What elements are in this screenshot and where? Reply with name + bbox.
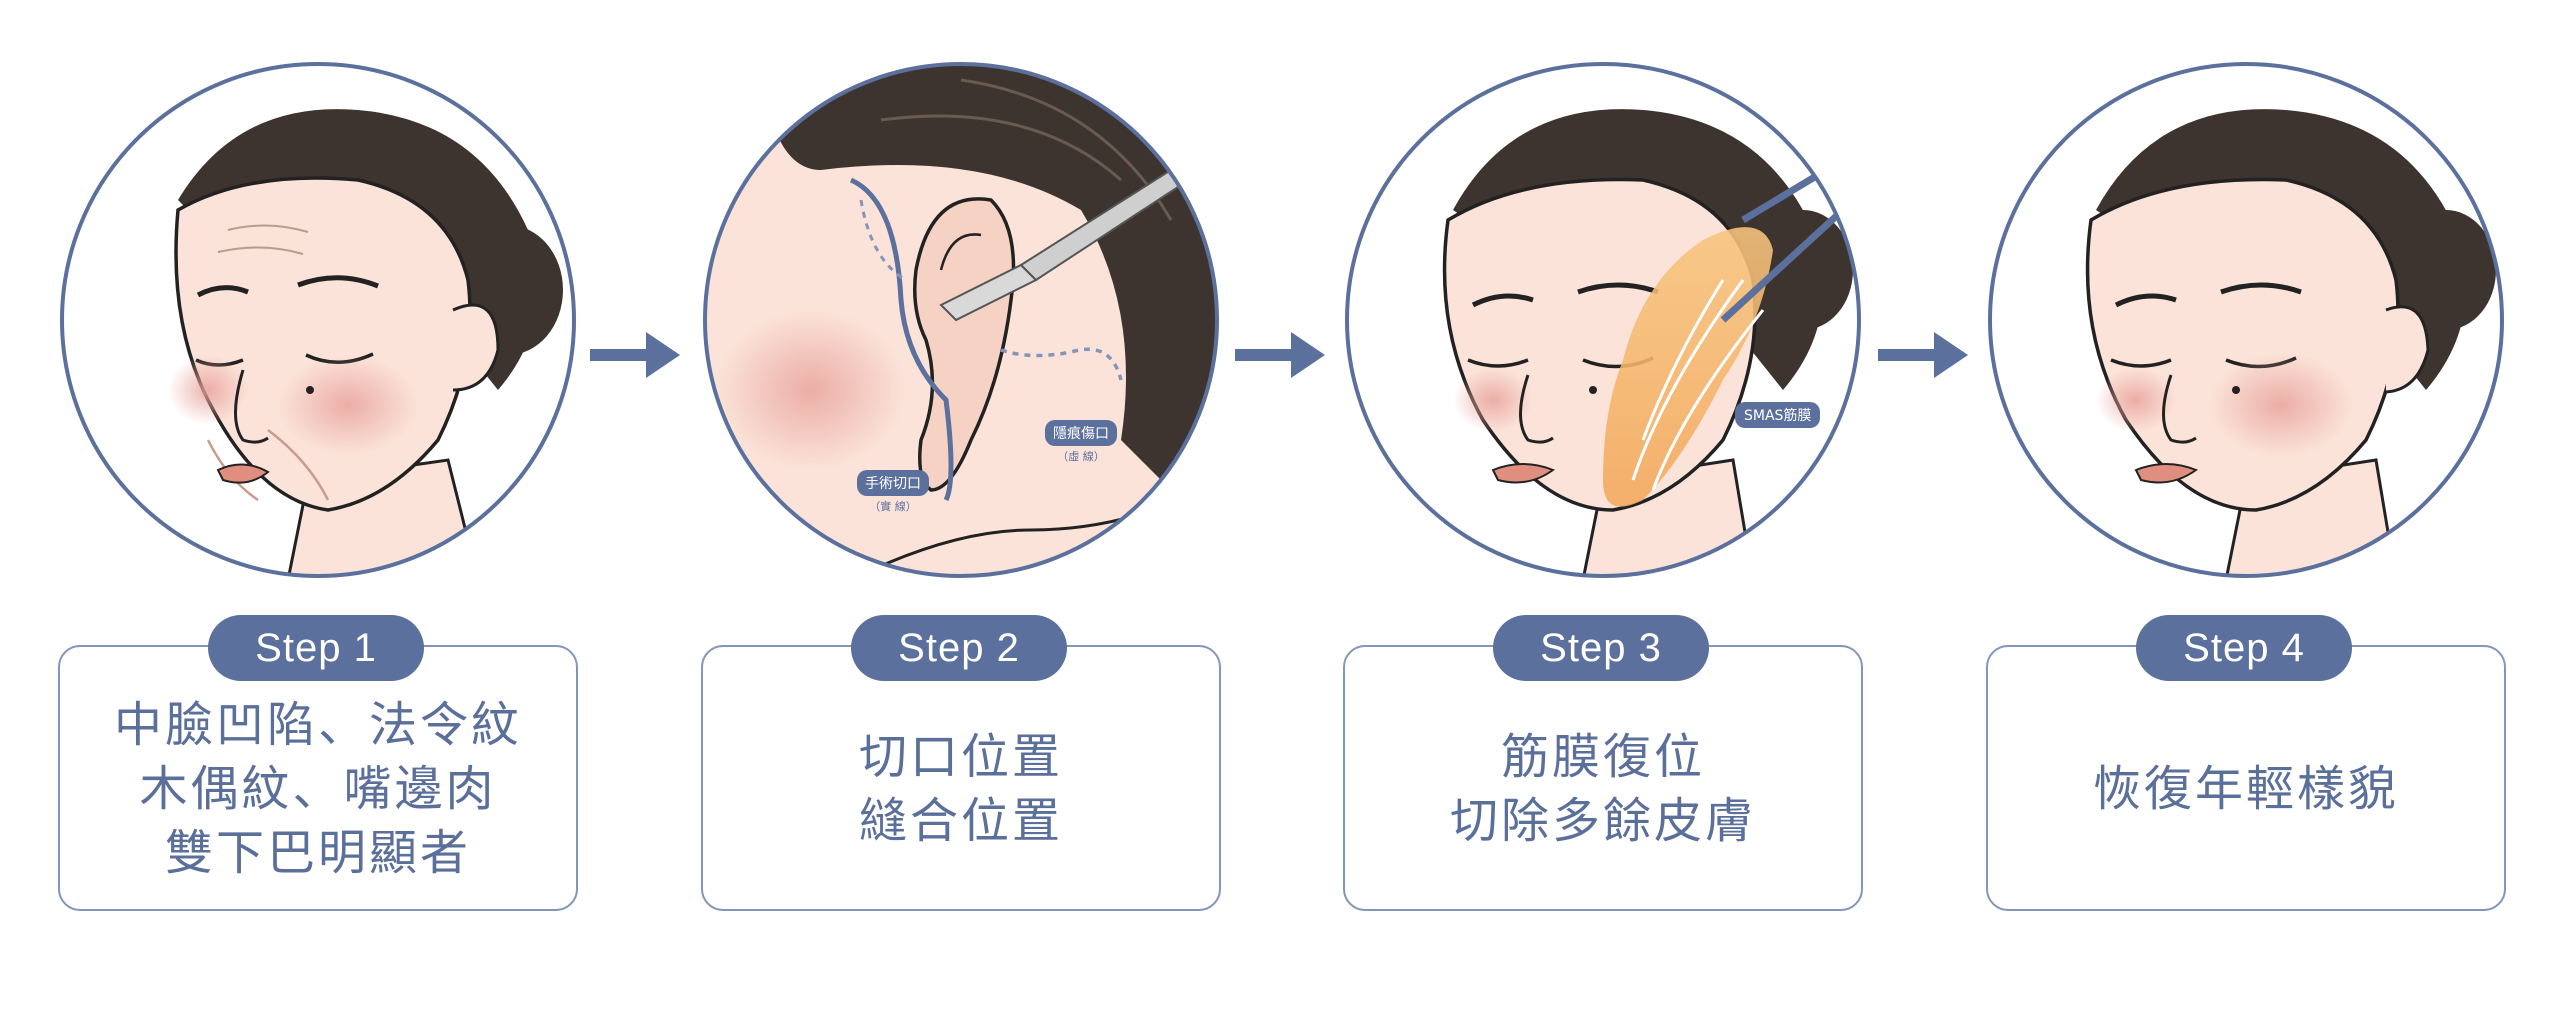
scalpel-icon	[939, 168, 1183, 322]
step-1-description: 中臉凹陷、法令紋 木偶紋、嘴邊肉 雙下巴明顯者	[113, 697, 522, 881]
step-4-badge: Step 4	[2136, 615, 2352, 681]
hair-shape	[2096, 109, 2466, 391]
step-4-description: 恢復年輕樣貌	[2092, 761, 2399, 817]
step-1-badge: Step 1	[208, 615, 424, 681]
arrow-right-icon	[1235, 332, 1325, 378]
hair-shape	[1453, 109, 1823, 391]
step-1-illustration	[58, 60, 578, 580]
step-4-card: 恢復年輕樣貌	[1986, 645, 2506, 911]
step-4-illustration	[1986, 60, 2506, 580]
step-1-card: 中臉凹陷、法令紋 木偶紋、嘴邊肉 雙下巴明顯者	[58, 645, 578, 911]
step-2-description: 切口位置 縫合位置	[858, 729, 1063, 849]
incision-label: 手術切口 （實 線）	[853, 470, 933, 514]
step-3-illustration: SMAS筋膜	[1343, 60, 1863, 580]
step-2-illustration: 手術切口 （實 線） 隱痕傷口 （虛 線）	[701, 60, 1221, 580]
step-3: SMAS筋膜 筋膜復位 切除多餘皮膚 Step 3	[1343, 60, 1863, 920]
hidden-scar-label: 隱痕傷口 （虛 線）	[1041, 420, 1121, 464]
step-1: 中臉凹陷、法令紋 木偶紋、嘴邊肉 雙下巴明顯者 Step 1	[58, 60, 578, 920]
step-4: 恢復年輕樣貌 Step 4	[1986, 60, 2506, 920]
arrow-right-icon	[1878, 332, 1968, 378]
step-3-description: 筋膜復位 切除多餘皮膚	[1449, 729, 1756, 849]
step-3-card: 筋膜復位 切除多餘皮膚	[1343, 645, 1863, 911]
smas-label: SMAS筋膜	[1735, 402, 1821, 428]
step-3-badge: Step 3	[1493, 615, 1709, 681]
hair-shape	[761, 64, 1217, 540]
step-2-card: 切口位置 縫合位置	[701, 645, 1221, 911]
step-2-badge: Step 2	[851, 615, 1067, 681]
arrow-right-icon	[590, 332, 680, 378]
step-2: 手術切口 （實 線） 隱痕傷口 （虛 線） 切口位置 縫合位置 Step 2	[701, 60, 1221, 920]
